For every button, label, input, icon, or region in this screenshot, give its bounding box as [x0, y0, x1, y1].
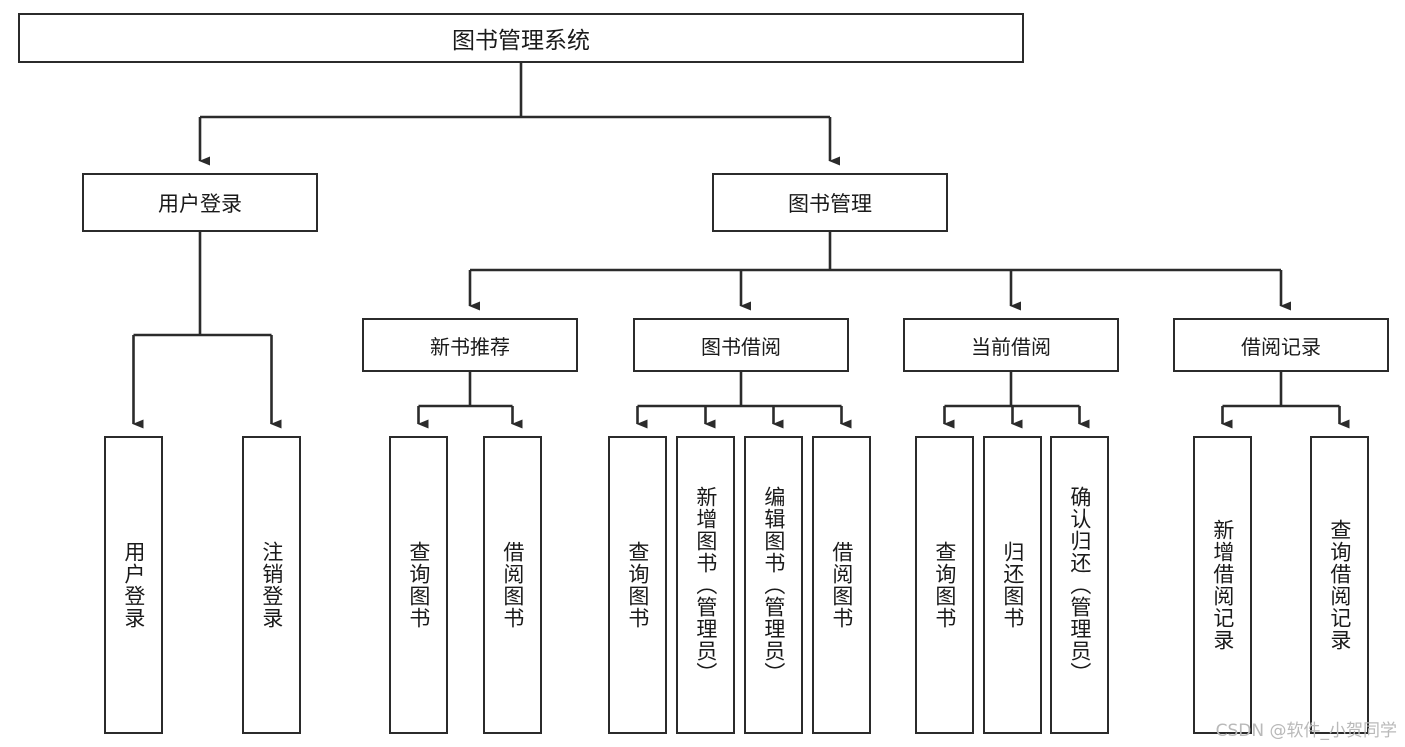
node-newbook[interactable]: 新书推荐 — [362, 318, 578, 372]
node-record[interactable]: 借阅记录 — [1173, 318, 1389, 372]
node-label: 查询借阅记录 — [1327, 519, 1352, 651]
node-label: 用户登录 — [158, 191, 242, 216]
node-label: 查询图书 — [932, 541, 957, 629]
node-bookmgr[interactable]: 图书管理 — [712, 173, 948, 232]
node-cu-query[interactable]: 查询图书 — [915, 436, 974, 734]
node-nb-query[interactable]: 查询图书 — [389, 436, 448, 734]
node-label: 借阅图书 — [500, 541, 525, 629]
watermark-label: CSDN @软件_小贺同学 — [1215, 721, 1397, 741]
node-label: 查询图书 — [406, 541, 431, 629]
node-cu-return[interactable]: 归还图书 — [983, 436, 1042, 734]
node-label: 新增图书（管理员） — [693, 486, 718, 684]
node-rc-add[interactable]: 新增借阅记录 — [1193, 436, 1252, 734]
node-current[interactable]: 当前借阅 — [903, 318, 1119, 372]
node-root[interactable]: 图书管理系统 — [18, 13, 1024, 63]
node-bw-query[interactable]: 查询图书 — [608, 436, 667, 734]
node-borrow[interactable]: 图书借阅 — [633, 318, 849, 372]
node-nb-borrow[interactable]: 借阅图书 — [483, 436, 542, 734]
node-rc-query[interactable]: 查询借阅记录 — [1310, 436, 1369, 734]
node-label: 图书管理 — [788, 191, 872, 216]
node-label: 编辑图书（管理员） — [761, 486, 786, 684]
node-label: 借阅记录 — [1241, 334, 1321, 359]
node-label: 新书推荐 — [430, 334, 510, 359]
node-label: 注销登录 — [259, 541, 284, 629]
node-label: 用户登录 — [121, 541, 146, 629]
node-bw-add[interactable]: 新增图书（管理员） — [676, 436, 735, 734]
node-bw-edit[interactable]: 编辑图书（管理员） — [744, 436, 803, 734]
node-label: 归还图书 — [1000, 541, 1025, 629]
node-label: 图书管理系统 — [452, 28, 590, 54]
node-label: 确认归还（管理员） — [1067, 486, 1092, 684]
node-bw-borrow[interactable]: 借阅图书 — [812, 436, 871, 734]
node-login-out[interactable]: 注销登录 — [242, 436, 301, 734]
node-label: 当前借阅 — [971, 334, 1051, 359]
node-login[interactable]: 用户登录 — [82, 173, 318, 232]
node-cu-confirm[interactable]: 确认归还（管理员） — [1050, 436, 1109, 734]
node-label: 查询图书 — [625, 541, 650, 629]
node-login-do[interactable]: 用户登录 — [104, 436, 163, 734]
node-label: 新增借阅记录 — [1210, 519, 1235, 651]
node-label: 借阅图书 — [829, 541, 854, 629]
node-label: 图书借阅 — [701, 334, 781, 359]
